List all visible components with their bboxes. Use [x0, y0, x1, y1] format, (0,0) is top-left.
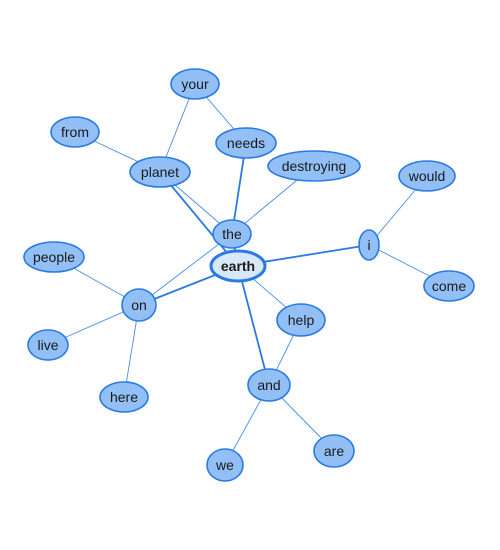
- node-we[interactable]: we: [206, 448, 244, 482]
- node-on-label: on: [131, 297, 147, 313]
- node-on-shape: [121, 288, 157, 322]
- node-come-label: come: [432, 278, 466, 294]
- node-come-shape: [423, 270, 475, 302]
- node-people[interactable]: people: [23, 241, 85, 273]
- node-help[interactable]: help: [276, 303, 326, 337]
- node-needs-shape: [215, 127, 277, 159]
- node-the-shape: [212, 219, 252, 249]
- node-from[interactable]: from: [50, 116, 100, 148]
- node-here[interactable]: here: [99, 381, 149, 413]
- node-and-shape: [247, 368, 291, 402]
- node-come[interactable]: come: [423, 270, 475, 302]
- node-your-label: your: [181, 76, 209, 92]
- node-i-shape: [358, 229, 380, 261]
- node-help-shape: [276, 303, 326, 337]
- node-we-shape: [206, 448, 244, 482]
- node-planet-label: planet: [141, 164, 179, 180]
- node-destroying-shape: [267, 150, 361, 182]
- node-your[interactable]: your: [170, 68, 220, 100]
- node-needs-label: needs: [227, 135, 265, 151]
- node-i-label: i: [367, 237, 370, 253]
- node-planet-shape: [129, 156, 191, 188]
- node-live[interactable]: live: [27, 329, 69, 361]
- node-live-shape: [27, 329, 69, 361]
- node-are[interactable]: are: [313, 434, 355, 468]
- node-i[interactable]: i: [358, 229, 380, 261]
- node-help-label: help: [288, 312, 315, 328]
- node-here-label: here: [110, 389, 138, 405]
- node-here-shape: [99, 381, 149, 413]
- node-people-label: people: [33, 249, 75, 265]
- edge-earth-and: [237, 265, 270, 386]
- node-the-label: the: [222, 226, 242, 242]
- node-destroying[interactable]: destroying: [267, 150, 361, 182]
- node-would-label: would: [408, 168, 446, 184]
- node-people-shape: [23, 241, 85, 273]
- node-would[interactable]: would: [398, 160, 456, 192]
- node-planet[interactable]: planet: [129, 156, 191, 188]
- node-would-shape: [398, 160, 456, 192]
- node-and-label: and: [257, 377, 280, 393]
- nodes-layer: earth the i on help and planet needs destroying y…: [23, 68, 475, 482]
- node-from-label: from: [61, 124, 89, 140]
- node-from-shape: [50, 116, 100, 148]
- node-the[interactable]: the: [212, 219, 252, 249]
- node-on[interactable]: on: [121, 288, 157, 322]
- node-earth-label: earth: [221, 258, 255, 274]
- node-your-shape: [170, 68, 220, 100]
- node-destroying-label: destroying: [282, 158, 347, 174]
- node-are-label: are: [324, 443, 344, 459]
- node-needs[interactable]: needs: [215, 127, 277, 159]
- node-are-shape: [313, 434, 355, 468]
- edge-the-on: [138, 233, 233, 306]
- node-earth-shape: [209, 249, 267, 283]
- node-we-label: we: [215, 457, 234, 473]
- node-live-label: live: [37, 337, 58, 353]
- edge-earth-planet: [159, 171, 239, 267]
- node-and[interactable]: and: [247, 368, 291, 402]
- node-earth[interactable]: earth: [209, 249, 267, 283]
